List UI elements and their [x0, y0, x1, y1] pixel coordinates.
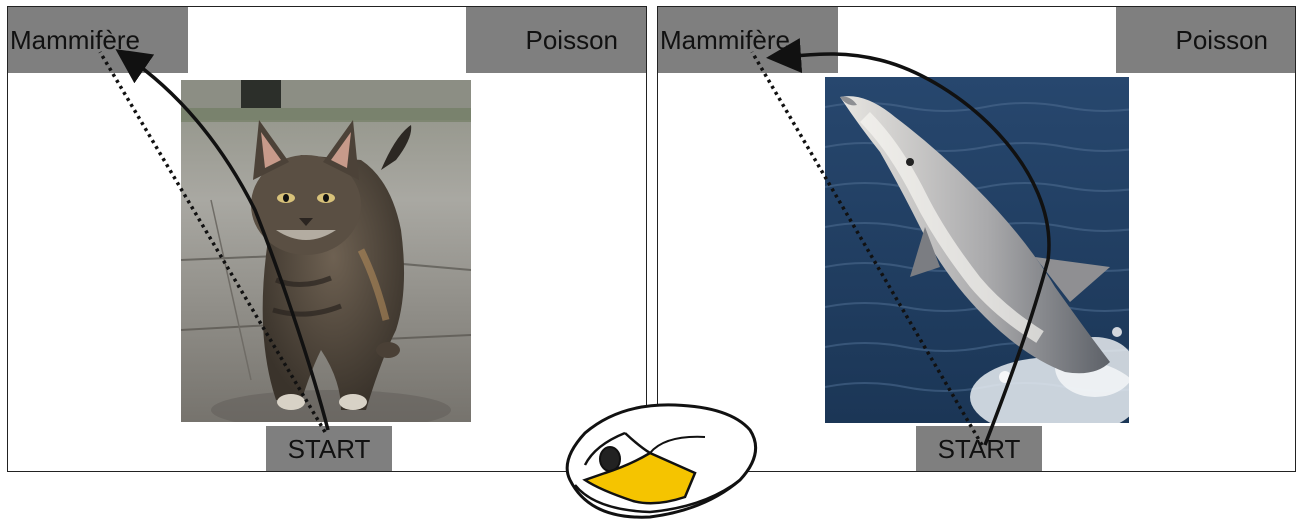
cat-photo	[181, 80, 471, 422]
mammal-category-button[interactable]: Mammifère	[8, 7, 188, 73]
dolphin-photo	[825, 77, 1129, 423]
fish-category-button[interactable]: Poisson	[466, 7, 646, 73]
start-button[interactable]: START	[266, 426, 392, 472]
start-button[interactable]: START	[916, 426, 1042, 472]
mammal-category-button[interactable]: Mammifère	[658, 7, 838, 73]
computer-mouse-icon	[555, 395, 765, 528]
left-trial-panel: Mammifère Poisson	[7, 6, 647, 472]
fish-category-button[interactable]: Poisson	[1116, 7, 1296, 73]
